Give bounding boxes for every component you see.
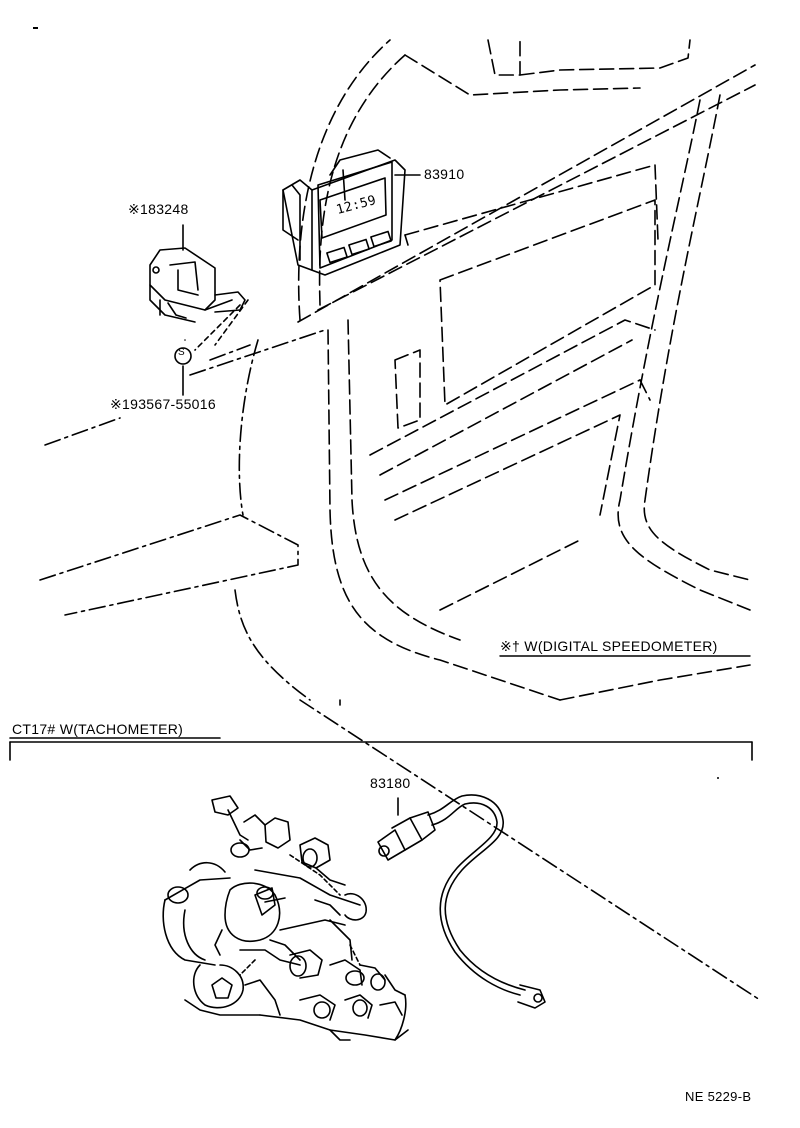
relay-assembly [149, 224, 246, 323]
dashboard-outline [297, 39, 756, 701]
pump-hidden-lines [239, 854, 361, 976]
tachometer-bracket [9, 737, 753, 761]
specks [33, 27, 719, 779]
injection-pump [162, 795, 409, 1041]
bolt-symbol-label: S [178, 347, 185, 358]
part-label-83910: 83910 [424, 166, 465, 182]
part-label-183248: ※183248 [128, 201, 189, 217]
note-digital-speedometer: ※† W(DIGITAL SPEEDOMETER) [500, 638, 718, 654]
bolt-symbol [174, 347, 192, 396]
part-label-193567: ※193567-55016 [110, 396, 216, 412]
figure-code: NE 5229-B [685, 1089, 752, 1104]
side-trim [39, 329, 761, 1001]
sender-assembly [377, 794, 546, 1009]
note-tachometer: CT17# W(TACHOMETER) [12, 721, 184, 737]
clock-assembly [282, 149, 421, 276]
part-label-83180: 83180 [370, 775, 411, 791]
